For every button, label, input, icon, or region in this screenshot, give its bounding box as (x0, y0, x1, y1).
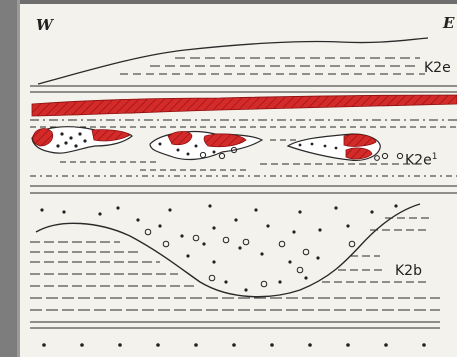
red-hatched-bed (32, 95, 457, 116)
unit-label-bottom: K2b (395, 263, 422, 279)
unit-label-middle-sup: 1 (432, 152, 438, 162)
ore-lens-2 (150, 132, 262, 160)
left-border-edge (17, 0, 20, 357)
upper-hill-outline (38, 38, 428, 84)
unit-label-top: K2e (424, 60, 451, 76)
east-label: E (443, 14, 454, 32)
lower-unit-dashes (30, 218, 440, 328)
ore-lens-1 (32, 127, 132, 153)
upper-unit-dashes (30, 58, 457, 92)
middle-unit-dashes (30, 120, 457, 127)
west-label: W (36, 16, 53, 34)
unit-label-middle-text: K2e (405, 153, 432, 169)
bottom-dotted-layer (42, 343, 426, 347)
channel-body (36, 204, 420, 297)
ore-lens-3 (288, 134, 403, 160)
unit-label-middle: K2e1 (405, 152, 437, 169)
